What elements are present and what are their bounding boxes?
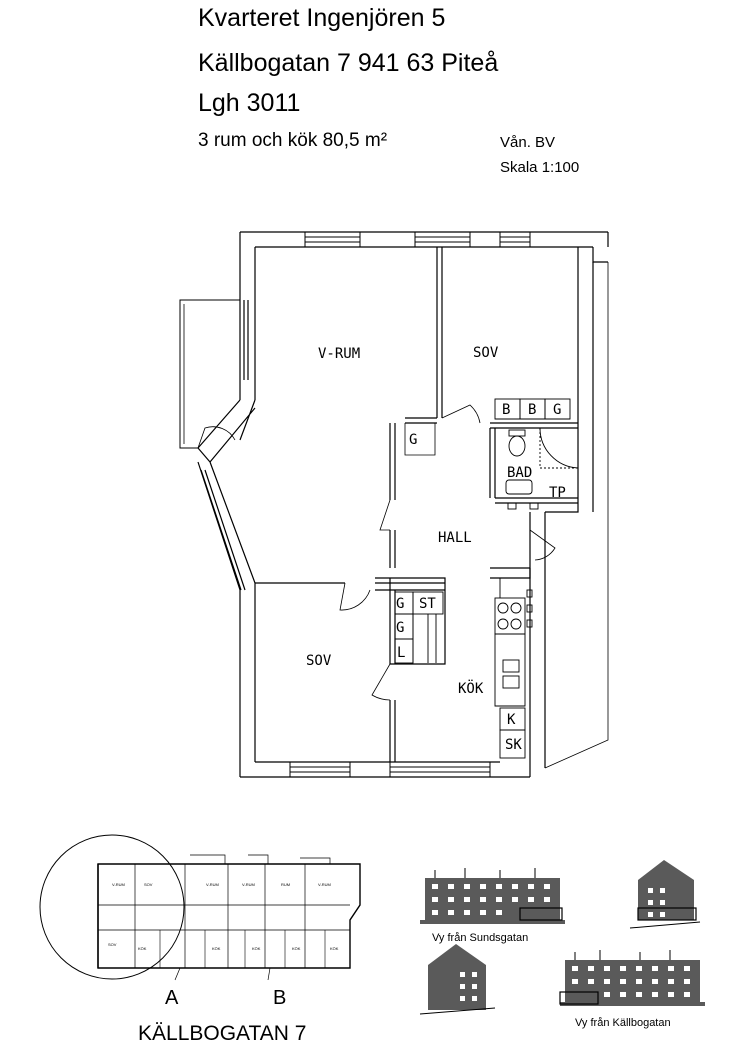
stove-icon bbox=[494, 597, 526, 635]
keymap-room-8: KÖK bbox=[138, 946, 147, 951]
sink-icon bbox=[505, 479, 533, 495]
fixture-label-k: K bbox=[507, 712, 516, 728]
room-label-living: V-RUM bbox=[318, 346, 360, 362]
street-title: KÄLLBOGATAN 7 bbox=[138, 1022, 307, 1045]
fixture-label-b1: B bbox=[502, 402, 510, 418]
keymap-room-12: KÖK bbox=[330, 946, 339, 951]
bathroom-fixtures bbox=[494, 398, 579, 510]
apartment-number: Lgh 3011 bbox=[198, 89, 301, 117]
keymap-room-2: SOV bbox=[144, 882, 153, 887]
keymap-room-3: V-RUM bbox=[206, 882, 219, 887]
toilet-icon bbox=[508, 435, 526, 457]
fixture-label-g1: G bbox=[396, 596, 404, 612]
address: Källbogatan 7 941 63 Piteå bbox=[198, 49, 499, 77]
kitchen-sink-icon bbox=[502, 659, 520, 673]
keymap-room-6: V-RUM bbox=[318, 882, 331, 887]
scale-label: Skala 1:100 bbox=[500, 159, 580, 176]
fixture-label-sk: SK bbox=[505, 737, 522, 753]
fixture-label-st: ST bbox=[419, 596, 436, 612]
fixture-label-tp: TP bbox=[549, 485, 566, 501]
block-name: Kvarteret Ingenjören 5 bbox=[198, 4, 446, 32]
fixture-label-g-bath: G bbox=[553, 402, 561, 418]
kitchen-fixtures bbox=[494, 578, 533, 759]
keymap-room-1: V-RUM bbox=[112, 882, 125, 887]
room-label-bath: BAD bbox=[507, 465, 532, 481]
elevation-kallbogatan: Vy från Källbogatan bbox=[559, 950, 705, 1029]
elevation-gable-right bbox=[629, 860, 701, 929]
fixture-label-g2: G bbox=[396, 620, 404, 636]
fixture-label-g-hall: G bbox=[409, 432, 417, 448]
elevation-sundsgatan: Vy från Sundsgatan bbox=[420, 868, 565, 944]
apartment-size: 3 rum och kök 80,5 m² bbox=[198, 130, 388, 151]
fixture-label-b2: B bbox=[528, 402, 536, 418]
keymap-room-7: SOV bbox=[108, 942, 117, 947]
room-label-bedroom-1: SOV bbox=[473, 345, 499, 361]
elevation-gable-left bbox=[419, 944, 496, 1015]
keymap-room-4: V-RUM bbox=[242, 882, 255, 887]
room-label-kitchen: KÖK bbox=[458, 679, 484, 697]
balcony bbox=[179, 299, 240, 449]
floor-label: Vån. BV bbox=[500, 134, 556, 151]
door-swings bbox=[197, 404, 556, 701]
room-label-hall: HALL bbox=[438, 530, 472, 546]
outer-walls bbox=[197, 231, 609, 778]
entrance-a-label: A bbox=[165, 987, 179, 1009]
keymap-room-9: KÖK bbox=[212, 946, 221, 951]
windows bbox=[289, 232, 531, 777]
keymap-room-5: RUM bbox=[281, 882, 290, 887]
caption-kallbogatan: Vy från Källbogatan bbox=[575, 1017, 671, 1029]
keymap-room-11: KÖK bbox=[292, 946, 301, 951]
wardrobes bbox=[394, 591, 444, 664]
fixture-label-l: L bbox=[397, 645, 405, 661]
room-label-bedroom-2: SOV bbox=[306, 653, 332, 669]
caption-sundsgatan: Vy från Sundsgatan bbox=[432, 932, 528, 944]
entrance-b-label: B bbox=[273, 987, 287, 1009]
key-map: V-RUM SOV V-RUM V-RUM RUM V-RUM SOV KÖK … bbox=[39, 834, 361, 981]
keymap-room-10: KÖK bbox=[252, 946, 261, 951]
